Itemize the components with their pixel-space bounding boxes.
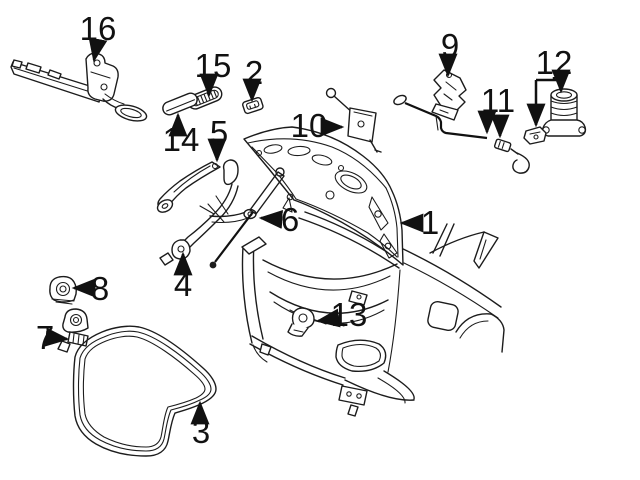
part-9-latch [431,69,467,121]
part-5-hinge-arm [156,161,221,213]
part-14-trim-strip [162,92,198,116]
callout-5-label: 5 [210,114,228,151]
callout-1-label: 1 [421,204,439,241]
callout-14-label: 14 [163,121,200,158]
part-6-gas-strut [209,167,285,269]
callout-16: 16 [80,10,117,63]
callout-7-arrow [44,327,70,347]
callout-4-label: 4 [174,266,192,303]
callout-13-arrow [315,308,341,328]
callout-2: 2 [242,54,263,103]
callout-8: 8 [71,270,109,307]
callout-7: 7 [36,319,70,356]
callout-15-label: 15 [195,47,232,84]
callout-10: 10 [291,107,345,144]
callout-6: 6 [258,201,299,238]
callout-3: 3 [190,400,210,450]
callout-13: 13 [315,296,368,333]
part-10-bracket [325,87,382,153]
callout-14: 14 [163,112,200,158]
part-11-release-rod [393,94,530,174]
callout-12: 12 [526,44,573,128]
callout-7-label: 7 [36,319,54,356]
callout-3-label: 3 [192,413,210,450]
part-12-lock-cylinder [523,88,587,145]
part-8-bumper-grommet [49,275,77,305]
part-1-trunk-lid [243,126,404,266]
part-13-striker [287,307,315,337]
callout-8-label: 8 [91,270,109,307]
callout-11-label: 11 [481,82,515,119]
callout-16-arrow [88,37,108,63]
callout-11: 11 [477,82,515,139]
part-3-weatherstrip-seal [72,325,217,457]
callout-12-label: 12 [536,44,573,81]
part-7-clip-grommet [57,308,89,353]
callout-6-label: 6 [281,201,299,238]
callout-6-arrow [258,209,283,229]
callout-2-label: 2 [245,54,263,91]
callout-1: 1 [399,204,439,241]
part-16-latch-bar-assembly [10,52,148,122]
callout-13-label: 13 [331,296,368,333]
callout-9: 9 [438,27,459,78]
callout-10-label: 10 [291,107,328,144]
part-4-hinge-base [159,159,257,266]
callout-5: 5 [207,114,228,163]
callout-4: 4 [173,251,193,303]
callout-15: 15 [195,47,232,98]
callout-9-label: 9 [441,27,459,64]
callout-16-label: 16 [80,10,117,47]
